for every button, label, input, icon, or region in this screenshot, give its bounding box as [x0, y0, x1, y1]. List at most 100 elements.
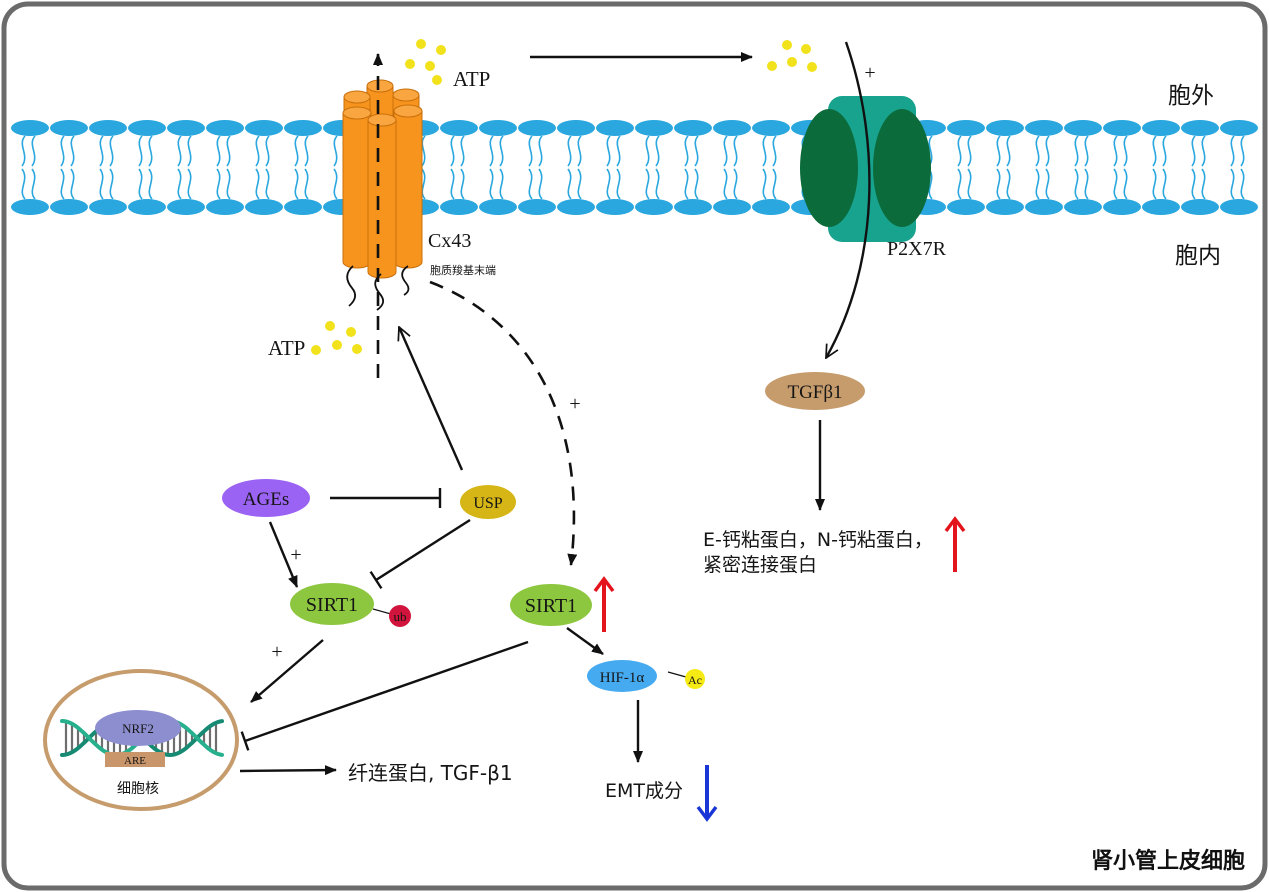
phospholipid-tail: [60, 168, 65, 200]
atp-molecule: [801, 44, 811, 54]
phospholipid-head: [167, 120, 205, 136]
phospholipid-tail: [1035, 135, 1040, 167]
p2x7r-subunit: [873, 109, 931, 227]
phospholipid-head: [128, 199, 166, 215]
phospholipid-tail: [606, 135, 611, 167]
c-terminal-tail: [401, 265, 410, 296]
atp-molecule: [767, 61, 777, 71]
phospholipid-tail: [957, 135, 962, 167]
phospholipid-tail: [333, 168, 338, 200]
phospholipid-head: [89, 120, 127, 136]
phospholipid-tail: [187, 168, 192, 200]
phospholipid-tail: [694, 135, 699, 167]
atp-molecule: [311, 345, 321, 355]
phospholipid-tail: [694, 168, 699, 200]
phospholipid-head: [1064, 120, 1102, 136]
phospholipid-tail: [148, 168, 153, 200]
phospholipid-tail: [31, 168, 36, 200]
atp-molecule: [787, 57, 797, 67]
atp-molecules-intracellular: [311, 321, 362, 355]
ages-inhibits-usp-tbar: [330, 488, 442, 508]
phospholipid-head: [947, 199, 985, 215]
phospholipid-head: [1025, 120, 1063, 136]
phospholipid-tail: [538, 168, 543, 200]
phospholipid-head: [245, 199, 283, 215]
phospholipid-head: [1142, 120, 1180, 136]
are-element: [105, 752, 165, 767]
phospholipid-tail: [528, 135, 533, 167]
adhesion-proteins-line2: 紧密连接蛋白: [703, 554, 817, 576]
phospholipid-tail: [226, 135, 231, 167]
phospholipid-tail: [655, 168, 660, 200]
phospholipid-tail: [255, 168, 260, 200]
phospholipid-tail: [684, 135, 689, 167]
phospholipid-tail: [460, 135, 465, 167]
phospholipid-head: [947, 120, 985, 136]
atp-molecule: [332, 340, 342, 350]
phospholipid-tail: [1240, 135, 1245, 167]
atp-molecule: [807, 62, 817, 72]
phospholipid-tail: [177, 168, 182, 200]
p2x7r-to-tgfb1-curved-arrow: [824, 41, 871, 358]
phospholipid-head: [50, 120, 88, 136]
ages-node: [222, 479, 310, 517]
cx43-c-terminal-label: 胞质羧基末端: [430, 263, 496, 277]
cx43-c-terminal-tails: [346, 265, 410, 311]
phospholipid-tail: [996, 135, 1001, 167]
plus-sign-cx43-sirt1: +: [569, 393, 580, 415]
phospholipid-head: [167, 199, 205, 215]
atp-intracellular-label: ATP: [268, 336, 305, 360]
cx43-channel: [342, 79, 423, 311]
phospholipid-head: [11, 120, 49, 136]
cx43-subunit: [342, 106, 372, 269]
phospholipid-head: [674, 199, 712, 215]
phospholipid-head: [518, 120, 556, 136]
phospholipid-tail: [1074, 168, 1079, 200]
phospholipid-head: [128, 120, 166, 136]
phospholipid-head: [1220, 199, 1258, 215]
ub-label: ub: [394, 609, 407, 624]
phospholipid-head: [1064, 199, 1102, 215]
phospholipid-tail: [645, 135, 650, 167]
phospholipid-tail: [606, 168, 611, 200]
phospholipid-head: [713, 199, 751, 215]
phospholipid-tail: [99, 168, 104, 200]
c-terminal-tail: [374, 273, 384, 311]
phospholipid-tail: [450, 135, 455, 167]
phospholipid-tail: [1152, 135, 1157, 167]
are-label: ARE: [124, 755, 146, 767]
usp-node: [460, 485, 516, 519]
phospholipid-tail: [772, 135, 777, 167]
cell-type-title: 肾小管上皮细胞: [1091, 848, 1245, 874]
phospholipid-tail: [567, 168, 572, 200]
atp-molecule: [425, 61, 435, 71]
adhesion-proteins-line1: E-钙粘蛋白，N-钙粘蛋白，: [703, 529, 933, 551]
sirt1-to-nucleus-arrow: [250, 639, 324, 703]
phospholipid-head: [479, 120, 517, 136]
phospholipid-tail: [1201, 135, 1206, 167]
phospholipid-tail: [60, 135, 65, 167]
phospholipid-head: [752, 199, 790, 215]
phospholipid-tail: [967, 168, 972, 200]
phospholipid-tail: [1045, 135, 1050, 167]
hif1a-label: HIF-1α: [600, 670, 645, 686]
phospholipid-head: [557, 199, 595, 215]
phospholipid-tail: [1201, 168, 1206, 200]
phospholipid-tail: [1113, 135, 1118, 167]
phospholipid-tail: [1035, 168, 1040, 200]
phospholipid-tail: [684, 168, 689, 200]
phospholipid-tail: [294, 168, 299, 200]
phospholipid-head: [752, 120, 790, 136]
phospholipid-head: [596, 199, 634, 215]
phospholipid-tail: [265, 135, 270, 167]
blue-down-arrow-icon: [696, 765, 718, 822]
phospholipid-tail: [1230, 135, 1235, 167]
plus-sign-sirt1-nucleus: +: [271, 641, 282, 663]
phospholipid-tail: [489, 135, 494, 167]
nrf2-label: NRF2: [122, 721, 154, 736]
phospholipid-tail: [421, 135, 426, 167]
phospholipid-tail: [450, 168, 455, 200]
phospholipid-tail: [70, 168, 75, 200]
plus-sign-p2x7r: +: [864, 62, 875, 84]
